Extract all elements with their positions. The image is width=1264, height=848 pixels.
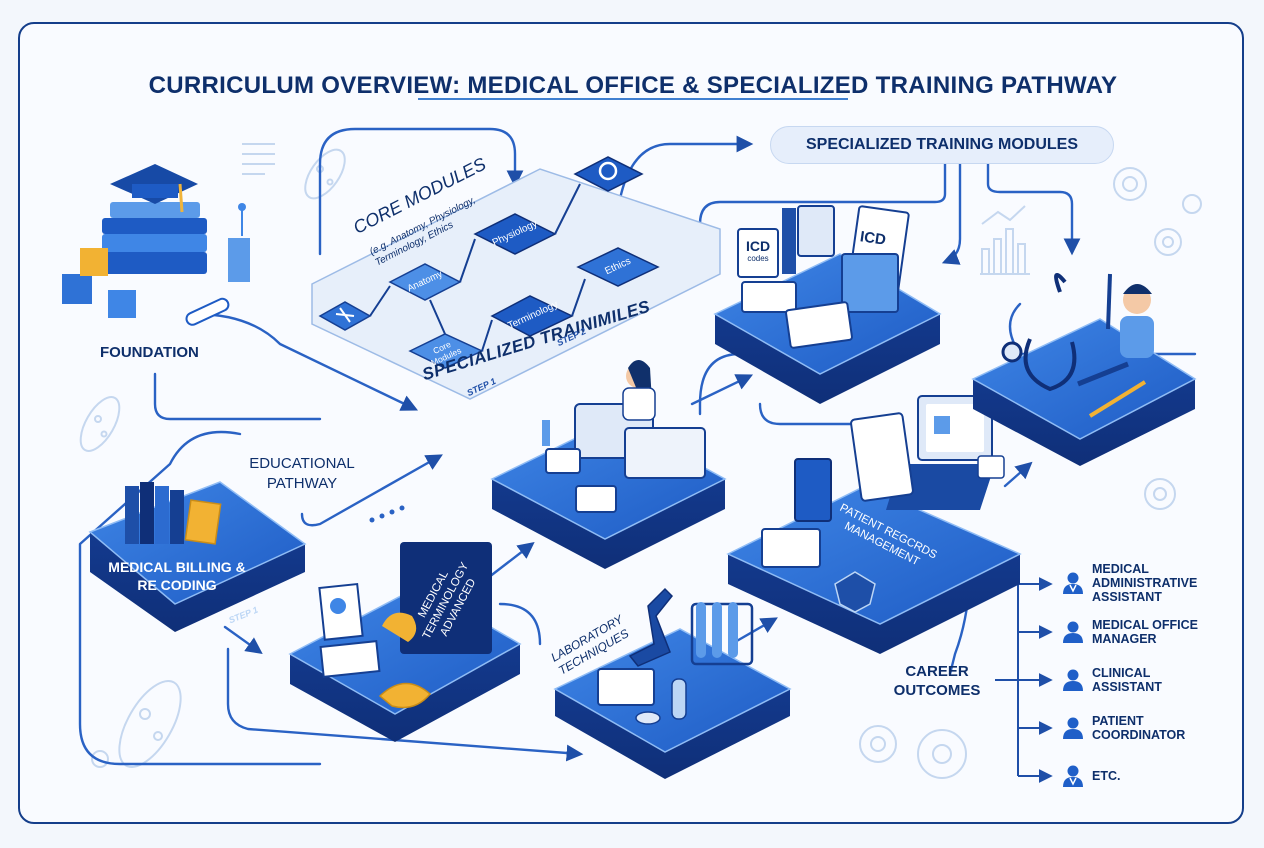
person-icon [1063, 621, 1083, 643]
medical-billing-label: MEDICAL BILLING & RE CODING [108, 559, 246, 593]
platform-medical-terminology [288, 542, 522, 742]
icd-card-1-sub: codes [747, 254, 769, 263]
background-decor [79, 143, 1202, 779]
connector-foundation-down [153, 372, 322, 421]
connectors [78, 127, 1197, 766]
icd-card-2-label: ICD [858, 228, 887, 249]
career-outcome-item: PATIENT COORDINATOR [1062, 714, 1210, 742]
connector-icd-left [698, 352, 742, 416]
foundation-label: FOUNDATION [100, 344, 199, 361]
platform-medical-billing [88, 481, 307, 632]
chart-decor-icon [980, 205, 1030, 275]
core-gear-tile [573, 156, 644, 192]
career-outcomes-label: CAREER OUTCOMES [893, 663, 981, 699]
educational-pathway-label: EDUCATIONAL PATHWAY [249, 455, 355, 492]
connector-pill-down-2 [986, 162, 1081, 256]
connector-lab-left [498, 602, 542, 646]
gear-decor-icon [1113, 167, 1202, 256]
dot-accents [369, 505, 405, 523]
connector-mid-loop [758, 402, 902, 426]
connector-core-top [318, 127, 524, 256]
icd-card-1-title: ICD [745, 238, 771, 254]
career-outcome-item: MEDICAL ADMINISTRATIVE ASSISTANT [1062, 562, 1210, 604]
diagram-frame: CURRICULUM OVERVIEW: MEDICAL OFFICE & SP… [18, 22, 1244, 824]
platform-icd-codes [713, 205, 942, 404]
platform-laboratory [553, 587, 792, 779]
title-underline [418, 98, 848, 100]
career-outcome-item: CLINICAL ASSISTANT [1062, 666, 1210, 694]
connector-lab-to-records [733, 617, 778, 644]
person-icon [1063, 717, 1083, 739]
doctor-person-icon [1063, 765, 1083, 787]
connector-pill-down-1 [698, 162, 947, 276]
page-title: CURRICULUM OVERVIEW: MEDICAL OFFICE & SP… [148, 72, 1118, 99]
career-outcome-label: ETC. [1092, 769, 1121, 783]
connector-billing-bottom [226, 647, 584, 762]
career-outcome-label: MEDICAL ADMINISTRATIVE ASSISTANT [1092, 562, 1198, 604]
bacteria-decor-icon [304, 148, 346, 200]
list-decor-icon [242, 143, 275, 175]
diagram-canvas [62, 127, 1202, 783]
person-icon [1063, 669, 1083, 691]
foundation-illustration [62, 164, 250, 326]
bacteria-decor-icon [79, 396, 121, 452]
gear-decor-icon [859, 725, 967, 779]
core-modules-board [311, 156, 721, 400]
career-outcome-item: MEDICAL OFFICE MANAGER [1062, 618, 1210, 646]
icd-card-1-label: ICD codes [740, 238, 776, 263]
career-bracket [995, 577, 1053, 783]
bacteria-decor-icon [91, 680, 182, 768]
gear-decor-icon [1144, 478, 1176, 510]
connector-billing-down [223, 625, 263, 654]
specialized-training-modules-pill: SPECIALIZED TRAINING MODULES [770, 126, 1114, 164]
career-outcome-label: CLINICAL ASSISTANT [1092, 666, 1162, 694]
connector-desk-to-icd [690, 374, 754, 406]
career-outcome-label: PATIENT COORDINATOR [1092, 714, 1186, 742]
career-outcome-item: ETC. [1062, 764, 1210, 788]
connector-left-loop [78, 430, 322, 766]
connector-edu-arrow [300, 454, 443, 527]
connector-records-to-equip [1003, 461, 1033, 488]
platform-patient-records [726, 395, 1022, 654]
doctor-person-icon [1063, 572, 1083, 594]
platform-medical-equipment [971, 272, 1197, 466]
platform-reception-desk [490, 360, 727, 569]
connector-pill-to-icd [941, 162, 962, 265]
career-outcome-label: MEDICAL OFFICE MANAGER [1092, 618, 1199, 646]
